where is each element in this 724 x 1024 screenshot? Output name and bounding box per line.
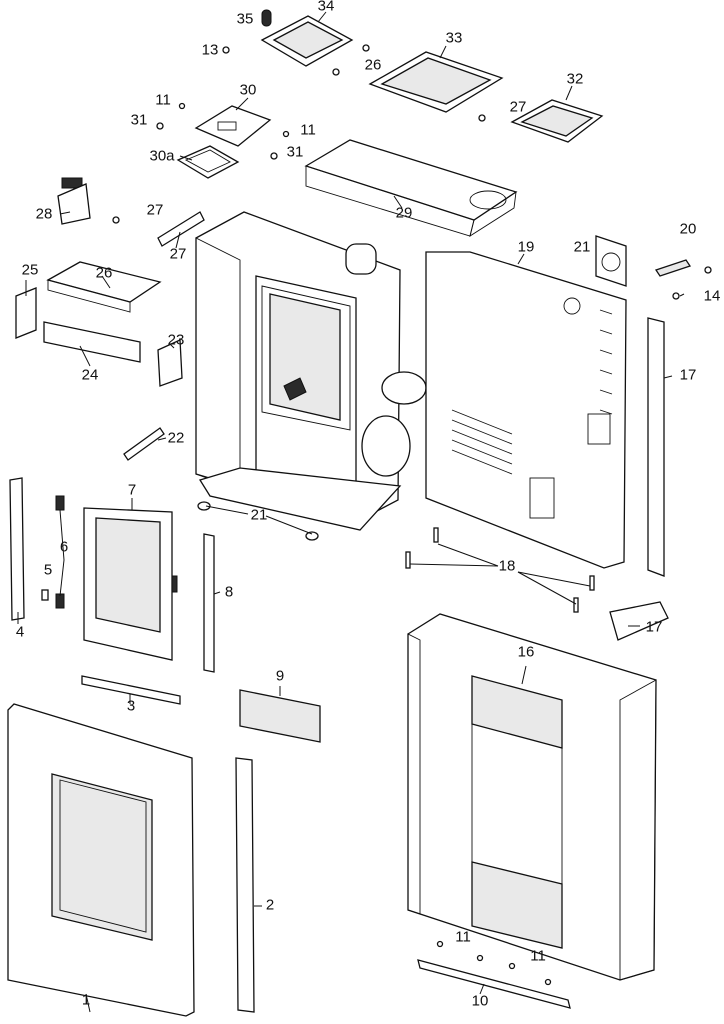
part-2-rail: [235, 757, 255, 1013]
callout-31a: 31: [130, 111, 148, 129]
part-22-bracket: [157, 339, 183, 387]
callout-30: 30: [239, 81, 257, 99]
callout-7: 7: [127, 481, 137, 499]
part-25-plate: [46, 261, 162, 313]
callout-30a: 30a: [149, 147, 175, 165]
callout-26: 27: [169, 245, 187, 263]
callout-24: 25: [21, 261, 39, 279]
callout-8: 8: [224, 583, 234, 601]
part-8-rail: [203, 533, 215, 673]
part-29-top-frame: [304, 139, 518, 237]
callout-13: 17: [645, 618, 663, 636]
part-5-pin: [41, 589, 49, 601]
part-12-casing: [407, 613, 657, 981]
callout-5: 5: [43, 561, 53, 579]
callout-3: 3: [126, 697, 136, 715]
part-35-knob: [261, 9, 272, 27]
part-32-grille: [510, 99, 604, 143]
callout-14: 17: [679, 366, 697, 384]
part-13-bracket: [609, 601, 669, 641]
callout-29: 29: [395, 204, 413, 222]
callout-1: 1: [81, 991, 91, 1009]
callout-2: 2: [265, 896, 275, 914]
part-33-grille: [368, 51, 504, 113]
callout-22: 23: [167, 331, 185, 349]
callout-27a: 26: [364, 56, 382, 74]
part-16-rear-panel: [425, 251, 627, 569]
callout-10: 10: [471, 992, 489, 1010]
part-17-screws: [222, 46, 712, 300]
callout-18: 20: [679, 220, 697, 238]
stove-body-assembly: [195, 211, 427, 531]
callout-11b: 11: [300, 121, 316, 139]
part-14-side-rail: [647, 317, 665, 577]
callout-12: 16: [517, 643, 535, 661]
part-30a-gasket: [176, 145, 240, 179]
part-23-plate: [43, 321, 141, 363]
callout-11a: 11: [155, 91, 171, 109]
part-10-bar: [417, 959, 571, 1009]
callout-20: 21: [250, 506, 268, 524]
callout-11c: 11: [455, 928, 471, 946]
part-34-top-grille: [260, 15, 354, 67]
part-15-feet: [405, 527, 595, 613]
callout-28: 28: [35, 205, 53, 223]
part-28-bracket: [57, 177, 91, 225]
callout-25: 26: [95, 264, 113, 282]
callout-15: 18: [498, 557, 516, 575]
callout-34: 34: [317, 0, 335, 15]
callout-17b: 14: [703, 287, 721, 305]
part-20-feet: [197, 501, 319, 541]
leader-lines: [17, 11, 685, 1013]
callout-6: 6: [59, 538, 69, 556]
callout-4: 4: [15, 623, 25, 641]
part-1-front-panel: [7, 703, 195, 1017]
part-7-door: [83, 507, 178, 661]
callout-11d: 11: [530, 947, 546, 965]
fasteners: [112, 44, 552, 986]
callout-19: 21: [573, 238, 591, 256]
part-26-bracket: [157, 211, 205, 247]
callout-17a: 13: [201, 41, 219, 59]
callout-16: 19: [517, 238, 535, 256]
callout-33: 33: [445, 29, 463, 47]
callout-21: 22: [167, 429, 185, 447]
part-9-plate: [239, 689, 321, 743]
part-19-plate: [595, 235, 627, 287]
callout-27b: 27: [509, 98, 527, 116]
part-30-cover: [194, 105, 272, 147]
part-3-bar: [81, 675, 181, 705]
callout-31b: 31: [286, 143, 304, 161]
callout-9: 9: [275, 667, 285, 685]
part-18-grille: [654, 259, 692, 277]
callout-27c: 27: [146, 201, 164, 219]
callout-32: 32: [566, 70, 584, 88]
part-21-bracket: [123, 427, 165, 461]
callout-35: 35: [236, 10, 254, 28]
part-4-side-rail: [9, 477, 25, 621]
callout-23: 24: [81, 366, 99, 384]
part-24-bracket: [15, 287, 37, 339]
